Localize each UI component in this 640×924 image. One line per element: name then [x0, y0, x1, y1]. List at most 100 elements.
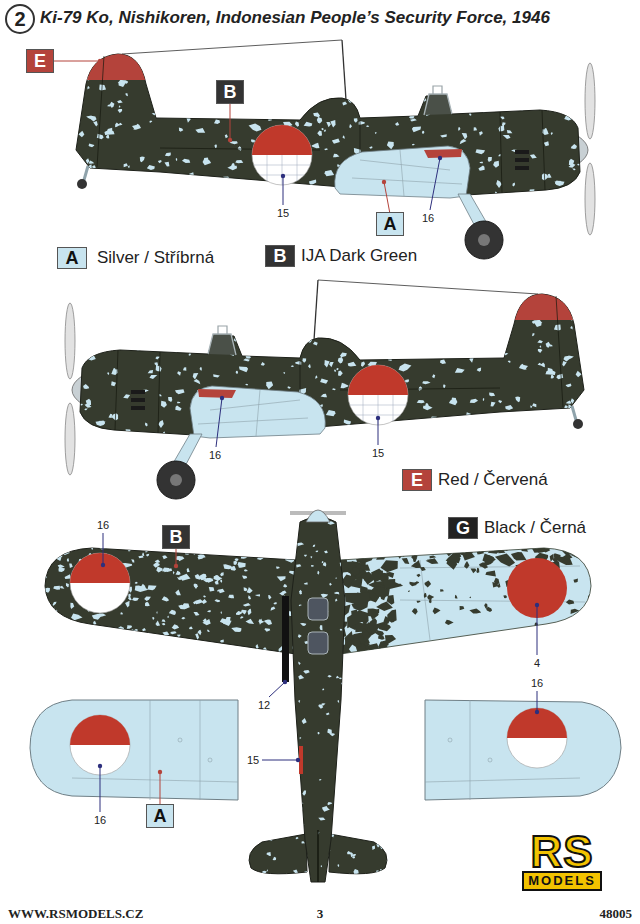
- paint-chips: [338, 700, 340, 702]
- paint-remnants: [351, 638, 362, 646]
- paint-remnants: [377, 548, 388, 556]
- paint-remnants: [585, 550, 590, 555]
- paint-chips: [551, 102, 553, 105]
- paint-remnants: [380, 560, 397, 572]
- wing-panel-lines: [488, 758, 492, 762]
- leader-lines: [537, 691, 538, 712]
- paint-chips: [390, 870, 393, 874]
- paint-chips: [349, 124, 352, 128]
- paint-remnants: [537, 546, 551, 553]
- paint-chips: [325, 93, 334, 98]
- paint-chips: [422, 131, 424, 134]
- paint-chips: [495, 192, 497, 196]
- paint-chips: [244, 569, 248, 571]
- paint-chips: [286, 546, 288, 549]
- callout-number: 16: [421, 212, 435, 225]
- top-view: [44, 510, 595, 883]
- paint-chips: [153, 562, 159, 567]
- paint-chips: [474, 127, 477, 131]
- color-letter: A: [66, 248, 79, 268]
- paint-chips: [152, 643, 154, 646]
- paint-remnants: [579, 547, 590, 552]
- paint-chips: [350, 852, 352, 857]
- paint-chips: [202, 619, 210, 625]
- color-letter: B: [274, 246, 287, 266]
- paint-remnants: [408, 590, 410, 592]
- paint-chips: [291, 795, 293, 800]
- paint-chips: [296, 564, 301, 567]
- paint-chips: [134, 629, 138, 631]
- paint-chips: [287, 514, 347, 883]
- paint-chips: [266, 852, 271, 856]
- panel-lines: [500, 112, 502, 193]
- tailplane: [329, 834, 387, 874]
- leader-lines: [262, 760, 298, 761]
- paint-chips: [385, 835, 391, 839]
- paint-chips: [374, 833, 377, 836]
- paint-remnants: [392, 619, 394, 622]
- leader-lines: [376, 416, 380, 420]
- paint-chips: [558, 91, 565, 96]
- paint-chips: [298, 662, 300, 665]
- paint-chips: [136, 646, 141, 649]
- paint-chips: [462, 133, 468, 139]
- paint-chips: [297, 879, 301, 883]
- propeller: [578, 63, 595, 235]
- paint-chips: [273, 875, 280, 879]
- paint-chips: [88, 628, 97, 633]
- paint-chips: [147, 585, 156, 590]
- paint-chips: [93, 121, 98, 126]
- paint-chips: [334, 592, 339, 595]
- paint-chips: [69, 653, 74, 657]
- paint-chips: [475, 99, 479, 106]
- paint-chips: [146, 554, 149, 557]
- paint-chips: [214, 119, 220, 124]
- paint-chips: [293, 804, 296, 808]
- antenna-mast: [342, 40, 346, 100]
- paint-chips: [321, 128, 323, 130]
- paint-chips: [339, 677, 342, 679]
- paint-chips: [240, 616, 243, 618]
- wing-panel-lines: [352, 150, 462, 196]
- callout-number: 15: [246, 754, 260, 767]
- paint-chips: [162, 619, 166, 622]
- paint-chips: [152, 113, 159, 116]
- leader-lines: [98, 59, 102, 63]
- paint-chips: [242, 58, 246, 61]
- lower-wing-views: [30, 700, 621, 800]
- paint-chips: [162, 632, 169, 637]
- paint-chips: [542, 177, 543, 179]
- paint-chips: [66, 583, 69, 587]
- paint-chips: [322, 60, 324, 62]
- paint-remnants: [399, 550, 406, 556]
- tail-wheel: [84, 166, 88, 180]
- paint-chips: [375, 58, 381, 62]
- paint-chips: [162, 623, 166, 625]
- paint-chips: [245, 619, 254, 624]
- paint-chips: [322, 806, 330, 812]
- lower-right-wing: [425, 700, 621, 800]
- cockpits: [308, 632, 328, 654]
- leader-lines: [228, 138, 232, 142]
- paint-chips: [318, 817, 325, 820]
- node-text: A: [154, 806, 167, 826]
- wing-root: [335, 146, 470, 198]
- paint-remnants: [521, 545, 528, 552]
- paint-chips: [49, 554, 53, 562]
- paint-chips: [156, 181, 159, 186]
- paint-chips: [460, 139, 467, 144]
- paint-chips: [124, 50, 128, 54]
- paint-chips: [530, 154, 537, 158]
- paint-remnants: [522, 545, 534, 550]
- paint-remnants: [562, 547, 577, 555]
- paint-chips: [508, 61, 517, 67]
- paint-chips: [494, 105, 498, 109]
- paint-chips: [478, 166, 484, 171]
- paint-chips: [296, 837, 299, 839]
- right-wing: [340, 548, 591, 654]
- paint-remnants: [333, 541, 595, 659]
- paint-remnants: [430, 555, 437, 558]
- hinomaru-band: [70, 553, 130, 583]
- paint-chips: [366, 125, 369, 127]
- paint-chips: [231, 73, 235, 77]
